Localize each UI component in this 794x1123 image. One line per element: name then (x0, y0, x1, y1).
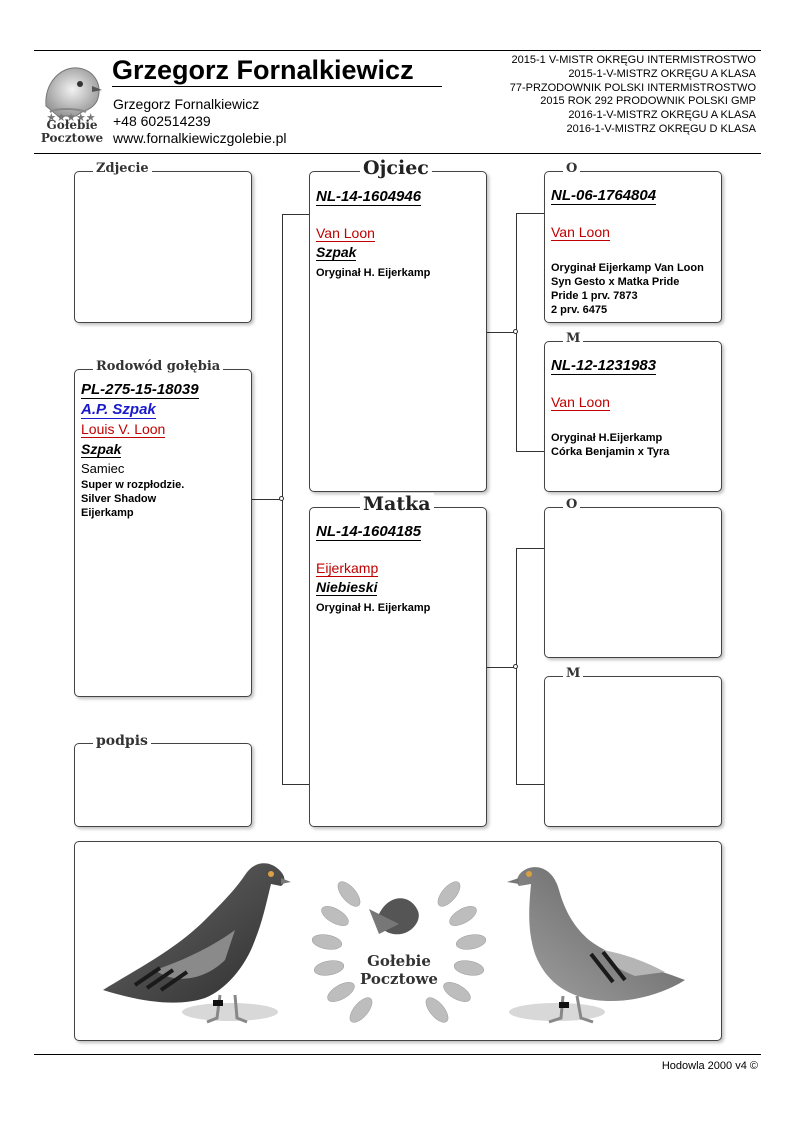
paternal-grandmother-notes: Oryginał H.Eijerkamp Córka Benjamin x Ty… (551, 431, 717, 459)
paternal-grandfather-ring: NL-06-1764804 (551, 188, 656, 205)
mother-breed: Eijerkamp (316, 560, 378, 577)
header-top-rule (34, 50, 761, 51)
laurel-wreath-logo-icon: Gołebie Pocztowe (309, 854, 489, 1030)
connector-dot (513, 664, 518, 669)
owner-name-underline (112, 86, 442, 87)
achievement-item: 2015-1-V-MISTRZ OKRĘGU A KLASA (510, 68, 756, 82)
connector-line (282, 214, 309, 215)
mother-color: Niebieski (316, 579, 377, 596)
paternal-grandmother-ring: NL-12-1231983 (551, 358, 656, 375)
father-notes: Oryginał H. Eijerkamp (316, 266, 482, 280)
father-breed: Van Loon (316, 225, 375, 242)
footer-rule (34, 1054, 761, 1055)
mother-label: Matka (360, 493, 434, 515)
connector-dot (513, 329, 518, 334)
connector-line (487, 332, 516, 333)
header-bottom-rule (34, 153, 761, 154)
owner-name-title: Grzegorz Fornalkiewicz (112, 55, 414, 86)
contact-phone: +48 602514239 (113, 113, 211, 129)
paternal-grandmother-label: M (563, 331, 583, 346)
maternal-grandfather-box[interactable]: O (544, 507, 722, 658)
connector-line (282, 784, 309, 785)
logo-text: Gołebie Pocztowe (34, 119, 110, 145)
connector-line (516, 451, 544, 452)
footer-text: Hodowla 2000 v4 © (662, 1060, 758, 1072)
pigeon-sex: Samiec (81, 461, 247, 476)
pigeon-name: A.P. Szpak (81, 402, 156, 419)
connector-dot (279, 496, 284, 501)
mother-ring: NL-14-1604185 (316, 524, 421, 541)
paternal-grandmother-breed: Van Loon (551, 394, 610, 411)
pigeon-breed: Louis V. Loon (81, 421, 165, 438)
father-ring: NL-14-1604946 (316, 189, 421, 206)
contact-name: Grzegorz Fornalkiewicz (113, 96, 259, 112)
paternal-grandfather-notes: Oryginał Eijerkamp Van Loon Syn Gesto x … (551, 261, 717, 317)
achievement-item: 2015 ROK 292 PRODOWNIK POLSKI GMP (510, 95, 756, 109)
pigeon-label: Rodowód gołębia (93, 359, 223, 374)
pigeon-ring: PL-275-15-18039 (81, 382, 199, 399)
maternal-grandmother-box[interactable]: M (544, 676, 722, 827)
paternal-grandfather-box[interactable]: O NL-06-1764804 Van Loon Oryginał Eijerk… (544, 171, 722, 323)
father-color: Szpak (316, 244, 356, 261)
connector-line (487, 667, 516, 668)
maternal-grandfather-label: O (563, 497, 580, 512)
father-box[interactable]: Ojciec NL-14-1604946 Van Loon Szpak Oryg… (309, 171, 487, 492)
connector-line (516, 548, 544, 549)
pigeon-left-icon (95, 850, 295, 1032)
paternal-grandfather-breed: Van Loon (551, 224, 610, 241)
banner-logo-text-line1: Gołebie (367, 952, 431, 970)
banner-logo-text-line2: Pocztowe (360, 970, 438, 988)
signature-box[interactable]: podpis (74, 743, 252, 827)
paternal-grandmother-box[interactable]: M NL-12-1231983 Van Loon Oryginał H.Eije… (544, 341, 722, 492)
father-label: Ojciec (360, 157, 432, 179)
photo-label: Zdjecie (93, 161, 152, 176)
pigeon-right-icon (485, 850, 695, 1032)
pigeon-notes: Super w rozpłodzie. Silver Shadow Eijerk… (81, 478, 247, 520)
connector-line (516, 784, 544, 785)
banner-box: Gołebie Pocztowe (74, 841, 722, 1041)
signature-label: podpis (93, 733, 151, 749)
mother-notes: Oryginał H. Eijerkamp (316, 601, 482, 615)
achievement-item: 2015-1 V-MISTR OKRĘGU INTERMISTROSTWO (510, 54, 756, 68)
connector-line (516, 213, 544, 214)
achievement-item: 77-PRZODOWNIK POLSKI INTERMISTROSTWO (510, 82, 756, 96)
achievement-item: 2016-1-V-MISTRZ OKRĘGU A KLASA (510, 109, 756, 123)
pigeon-box[interactable]: Rodowód gołębia PL-275-15-18039 A.P. Szp… (74, 369, 252, 697)
photo-box[interactable]: Zdjecie (74, 171, 252, 323)
contact-website: www.fornalkiewiczgolebie.pl (113, 130, 287, 146)
paternal-grandfather-label: O (563, 161, 580, 176)
maternal-grandmother-label: M (563, 666, 583, 681)
achievement-item: 2016-1-V-MISTRZ OKRĘGU D KLASA (510, 123, 756, 137)
connector-line (252, 499, 282, 500)
pigeon-color: Szpak (81, 441, 121, 458)
mother-box[interactable]: Matka NL-14-1604185 Eijerkamp Niebieski … (309, 507, 487, 827)
achievements-list: 2015-1 V-MISTR OKRĘGU INTERMISTROSTWO 20… (510, 54, 756, 137)
